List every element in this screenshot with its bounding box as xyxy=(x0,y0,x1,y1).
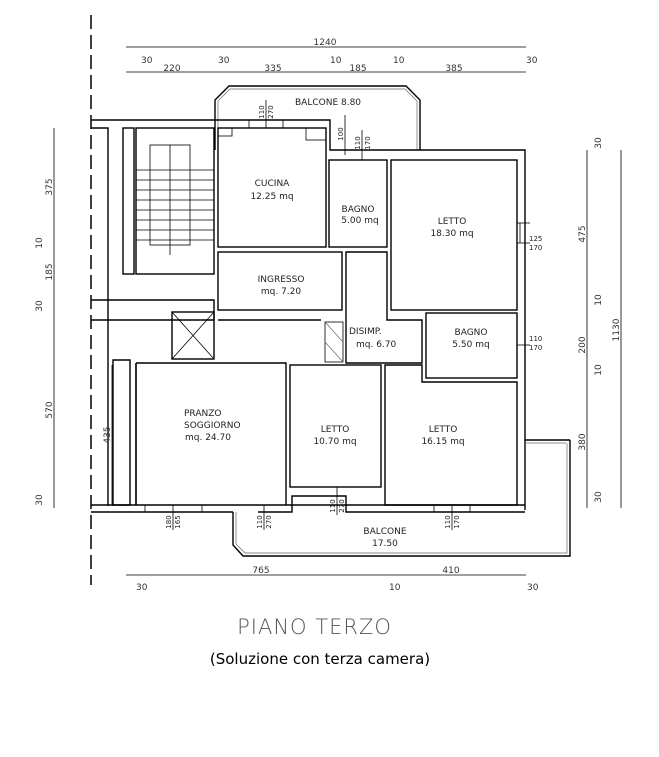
room-label: INGRESSO xyxy=(258,275,305,285)
dimension: 1240 xyxy=(314,38,337,48)
room-label: 5.00 mq xyxy=(341,216,378,226)
room-label: 18.30 mq xyxy=(430,229,473,239)
dimension: 185 xyxy=(45,263,55,280)
dimension: 765 xyxy=(252,566,269,576)
dimension: 435 xyxy=(103,426,113,443)
window-dimension: 165 xyxy=(174,515,182,528)
window-marks xyxy=(144,100,530,530)
dimension: 10 xyxy=(393,56,405,66)
dimension: 570 xyxy=(45,401,55,418)
room-label: DISIMP. xyxy=(349,327,382,337)
dimension: 200 xyxy=(578,336,588,353)
room-label: 16.15 mq xyxy=(421,437,464,447)
staircase xyxy=(136,144,214,255)
room-letto-1 xyxy=(390,159,518,311)
room-label: LETTO xyxy=(321,425,350,435)
dimension: 10 xyxy=(594,364,604,376)
dimension: 30 xyxy=(218,56,230,66)
window-dimension: 100 xyxy=(337,127,345,140)
room-bagno-2 xyxy=(425,312,518,379)
dimension: 30 xyxy=(527,583,539,593)
room-ingresso xyxy=(217,251,343,311)
balcony-label: 17.50 xyxy=(372,539,398,549)
window-dimension: 170 xyxy=(529,344,542,352)
dimension-lines xyxy=(53,46,622,576)
window-dimension: 110 xyxy=(258,105,266,118)
dimension: 1130 xyxy=(612,318,622,341)
dimension: 385 xyxy=(445,64,462,74)
balcony-bottom xyxy=(232,440,571,557)
dimension: 10 xyxy=(389,583,401,593)
room-label: mq. 7.20 xyxy=(261,287,302,297)
window-dimension: 110 xyxy=(354,136,362,149)
walls xyxy=(91,119,570,513)
room-label: mq. 24.70 xyxy=(185,433,231,443)
room-label: CUCINA xyxy=(255,179,291,189)
elevator xyxy=(171,311,215,360)
balcony-top xyxy=(214,85,421,150)
window-dimension: 125 xyxy=(529,235,542,243)
dimension: 30 xyxy=(35,300,45,312)
window-dimension: 270 xyxy=(338,499,346,512)
window-dimension: 170 xyxy=(364,136,372,149)
room-label: mq. 6.70 xyxy=(356,340,397,350)
window-dimension: 180 xyxy=(165,515,173,528)
room-label: 5.50 mq xyxy=(452,340,489,350)
window-dimension: 170 xyxy=(453,515,461,528)
window-dimension: 270 xyxy=(265,515,273,528)
window-dimension: 270 xyxy=(267,105,275,118)
window-dimension: 110 xyxy=(329,499,337,512)
room-bagno-1 xyxy=(328,159,388,248)
window-dimension: 170 xyxy=(529,244,542,252)
balcony-label: BALCONE 8.80 xyxy=(295,98,361,108)
dimension: 185 xyxy=(349,64,366,74)
room-label: LETTO xyxy=(429,425,458,435)
balcony-bottom-rail xyxy=(235,443,568,554)
dimension: 335 xyxy=(264,64,281,74)
plan-title: PIANO TERZO xyxy=(237,615,392,639)
room-pranzo xyxy=(135,362,287,505)
room-label: PRANZO xyxy=(184,409,221,419)
dimension: 30 xyxy=(594,491,604,503)
room-cucina xyxy=(217,127,327,248)
room-label: 10.70 mq xyxy=(313,437,356,447)
room-letto-2 xyxy=(289,364,382,488)
window-dimension: 110 xyxy=(444,515,452,528)
room-label: 12.25 mq xyxy=(250,192,293,202)
room-label: BAGNO xyxy=(455,328,488,338)
plan-subtitle: (Soluzione con terza camera) xyxy=(209,650,431,668)
room-disimp xyxy=(345,251,423,364)
window-dimension: 110 xyxy=(256,515,264,528)
dimension: 220 xyxy=(163,64,180,74)
rooms xyxy=(135,127,518,506)
dimension: 30 xyxy=(526,56,538,66)
dimension: 10 xyxy=(594,294,604,306)
balcony-label: BALCONE xyxy=(363,527,406,537)
dimension: 10 xyxy=(330,56,342,66)
dimension: 410 xyxy=(442,566,459,576)
dimension: 30 xyxy=(594,137,604,149)
dimension: 10 xyxy=(35,237,45,249)
dimension: 380 xyxy=(578,433,588,450)
room-label: LETTO xyxy=(438,217,467,227)
room-label: SOGGIORNO xyxy=(184,421,241,431)
room-letto-3 xyxy=(384,364,518,506)
dimension: 475 xyxy=(578,225,588,242)
window-dimension: 110 xyxy=(529,335,542,343)
balcony-top-rail xyxy=(217,88,418,150)
dimension: 375 xyxy=(45,178,55,195)
room-label: BAGNO xyxy=(342,205,375,215)
dimension: 30 xyxy=(35,494,45,506)
dimension: 30 xyxy=(141,56,153,66)
dimension: 30 xyxy=(136,583,148,593)
